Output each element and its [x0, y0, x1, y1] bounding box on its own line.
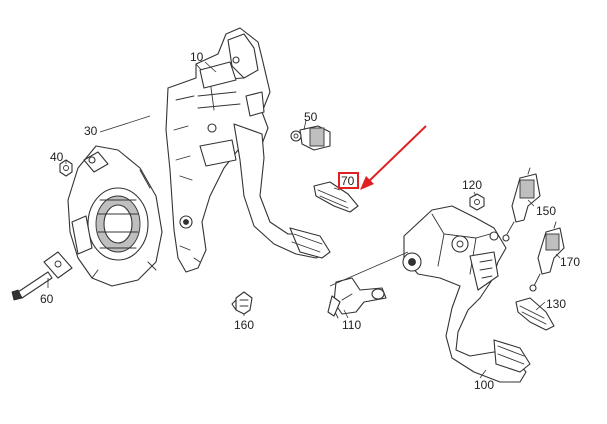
part-70-pedal-pad[interactable] [313, 181, 359, 213]
label-part-150[interactable]: 150 [536, 204, 557, 218]
label-part-50[interactable]: 50 [304, 110, 318, 124]
part-160-clip[interactable] [231, 291, 253, 315]
part-120-nut[interactable] [469, 193, 485, 211]
label-part-110[interactable]: 110 [342, 318, 362, 332]
leader-lines [47, 61, 561, 379]
part-130-pedal-pad[interactable] [515, 297, 555, 331]
label-part-10[interactable]: 10 [190, 50, 204, 64]
label-part-170[interactable]: 170 [560, 255, 581, 269]
label-part-160[interactable]: 160 [234, 318, 255, 332]
part-60-push-rod[interactable] [11, 251, 73, 301]
part-100-pedal-assembly[interactable] [402, 205, 531, 383]
brake-pedal-arm [233, 123, 331, 259]
label-part-30[interactable]: 30 [84, 124, 98, 138]
label-part-100[interactable]: 100 [474, 378, 495, 392]
highlight-arrow [360, 125, 427, 190]
part-150-sensor[interactable] [502, 167, 541, 242]
label-part-60[interactable]: 60 [40, 292, 54, 306]
part-50-switch[interactable] [290, 125, 331, 151]
highlight-box-70 [338, 172, 359, 189]
part-110-shaft[interactable] [327, 277, 387, 319]
part-10-pedal-bracket[interactable] [165, 27, 271, 273]
part-30-housing[interactable] [67, 145, 163, 287]
label-part-130[interactable]: 130 [546, 297, 567, 311]
label-part-40[interactable]: 40 [50, 150, 64, 164]
part-170-sensor[interactable] [529, 221, 565, 292]
label-part-120[interactable]: 120 [462, 178, 483, 192]
label-part-70[interactable]: 70 [341, 174, 355, 188]
